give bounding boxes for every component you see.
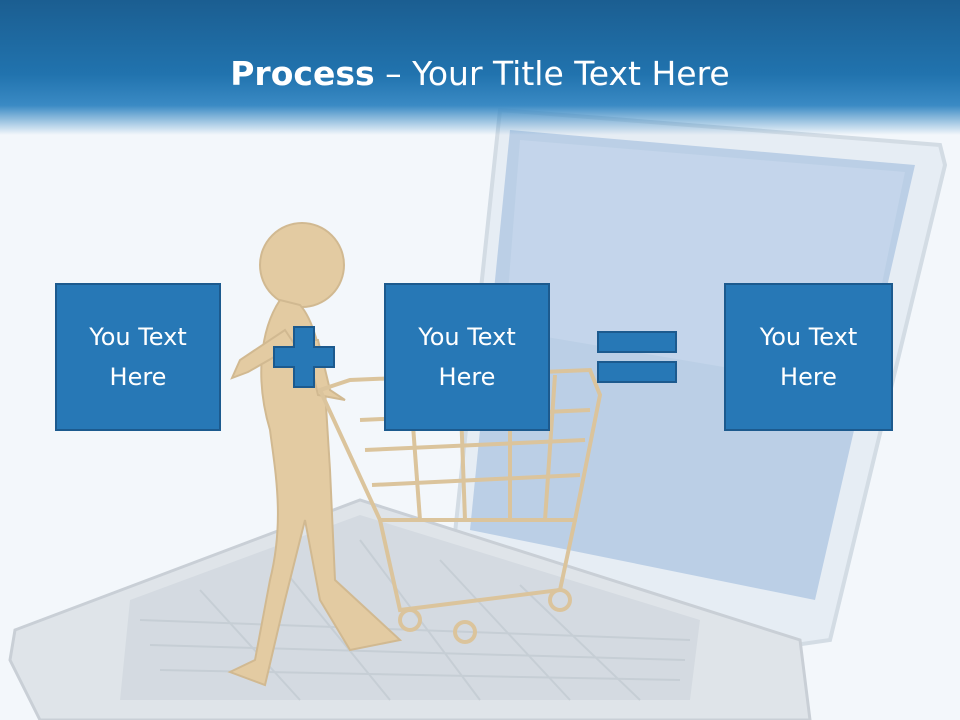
text-box-3: You Text Here bbox=[724, 283, 893, 431]
text-box-2-line1: You Text bbox=[418, 323, 516, 351]
title-rest: – Your Title Text Here bbox=[374, 54, 730, 93]
title-bar bbox=[0, 0, 960, 135]
title-bold: Process bbox=[230, 54, 375, 93]
text-box-2: You Text Here bbox=[384, 283, 550, 431]
text-box-2-line2: Here bbox=[438, 363, 496, 391]
text-box-3-label: You Text Here bbox=[749, 317, 869, 397]
plus-icon bbox=[273, 326, 335, 388]
text-box-2-label: You Text Here bbox=[407, 317, 527, 397]
text-box-3-line1: You Text bbox=[759, 323, 858, 351]
text-box-3-line2: Here bbox=[780, 363, 837, 391]
text-box-1-label: You Text Here bbox=[78, 317, 198, 397]
text-box-1: You Text Here bbox=[55, 283, 221, 431]
text-box-1-line2: Here bbox=[109, 363, 167, 391]
slide-title: Process – Your Title Text Here bbox=[0, 52, 960, 96]
equals-icon bbox=[597, 331, 677, 383]
text-box-1-line1: You Text bbox=[89, 323, 187, 351]
